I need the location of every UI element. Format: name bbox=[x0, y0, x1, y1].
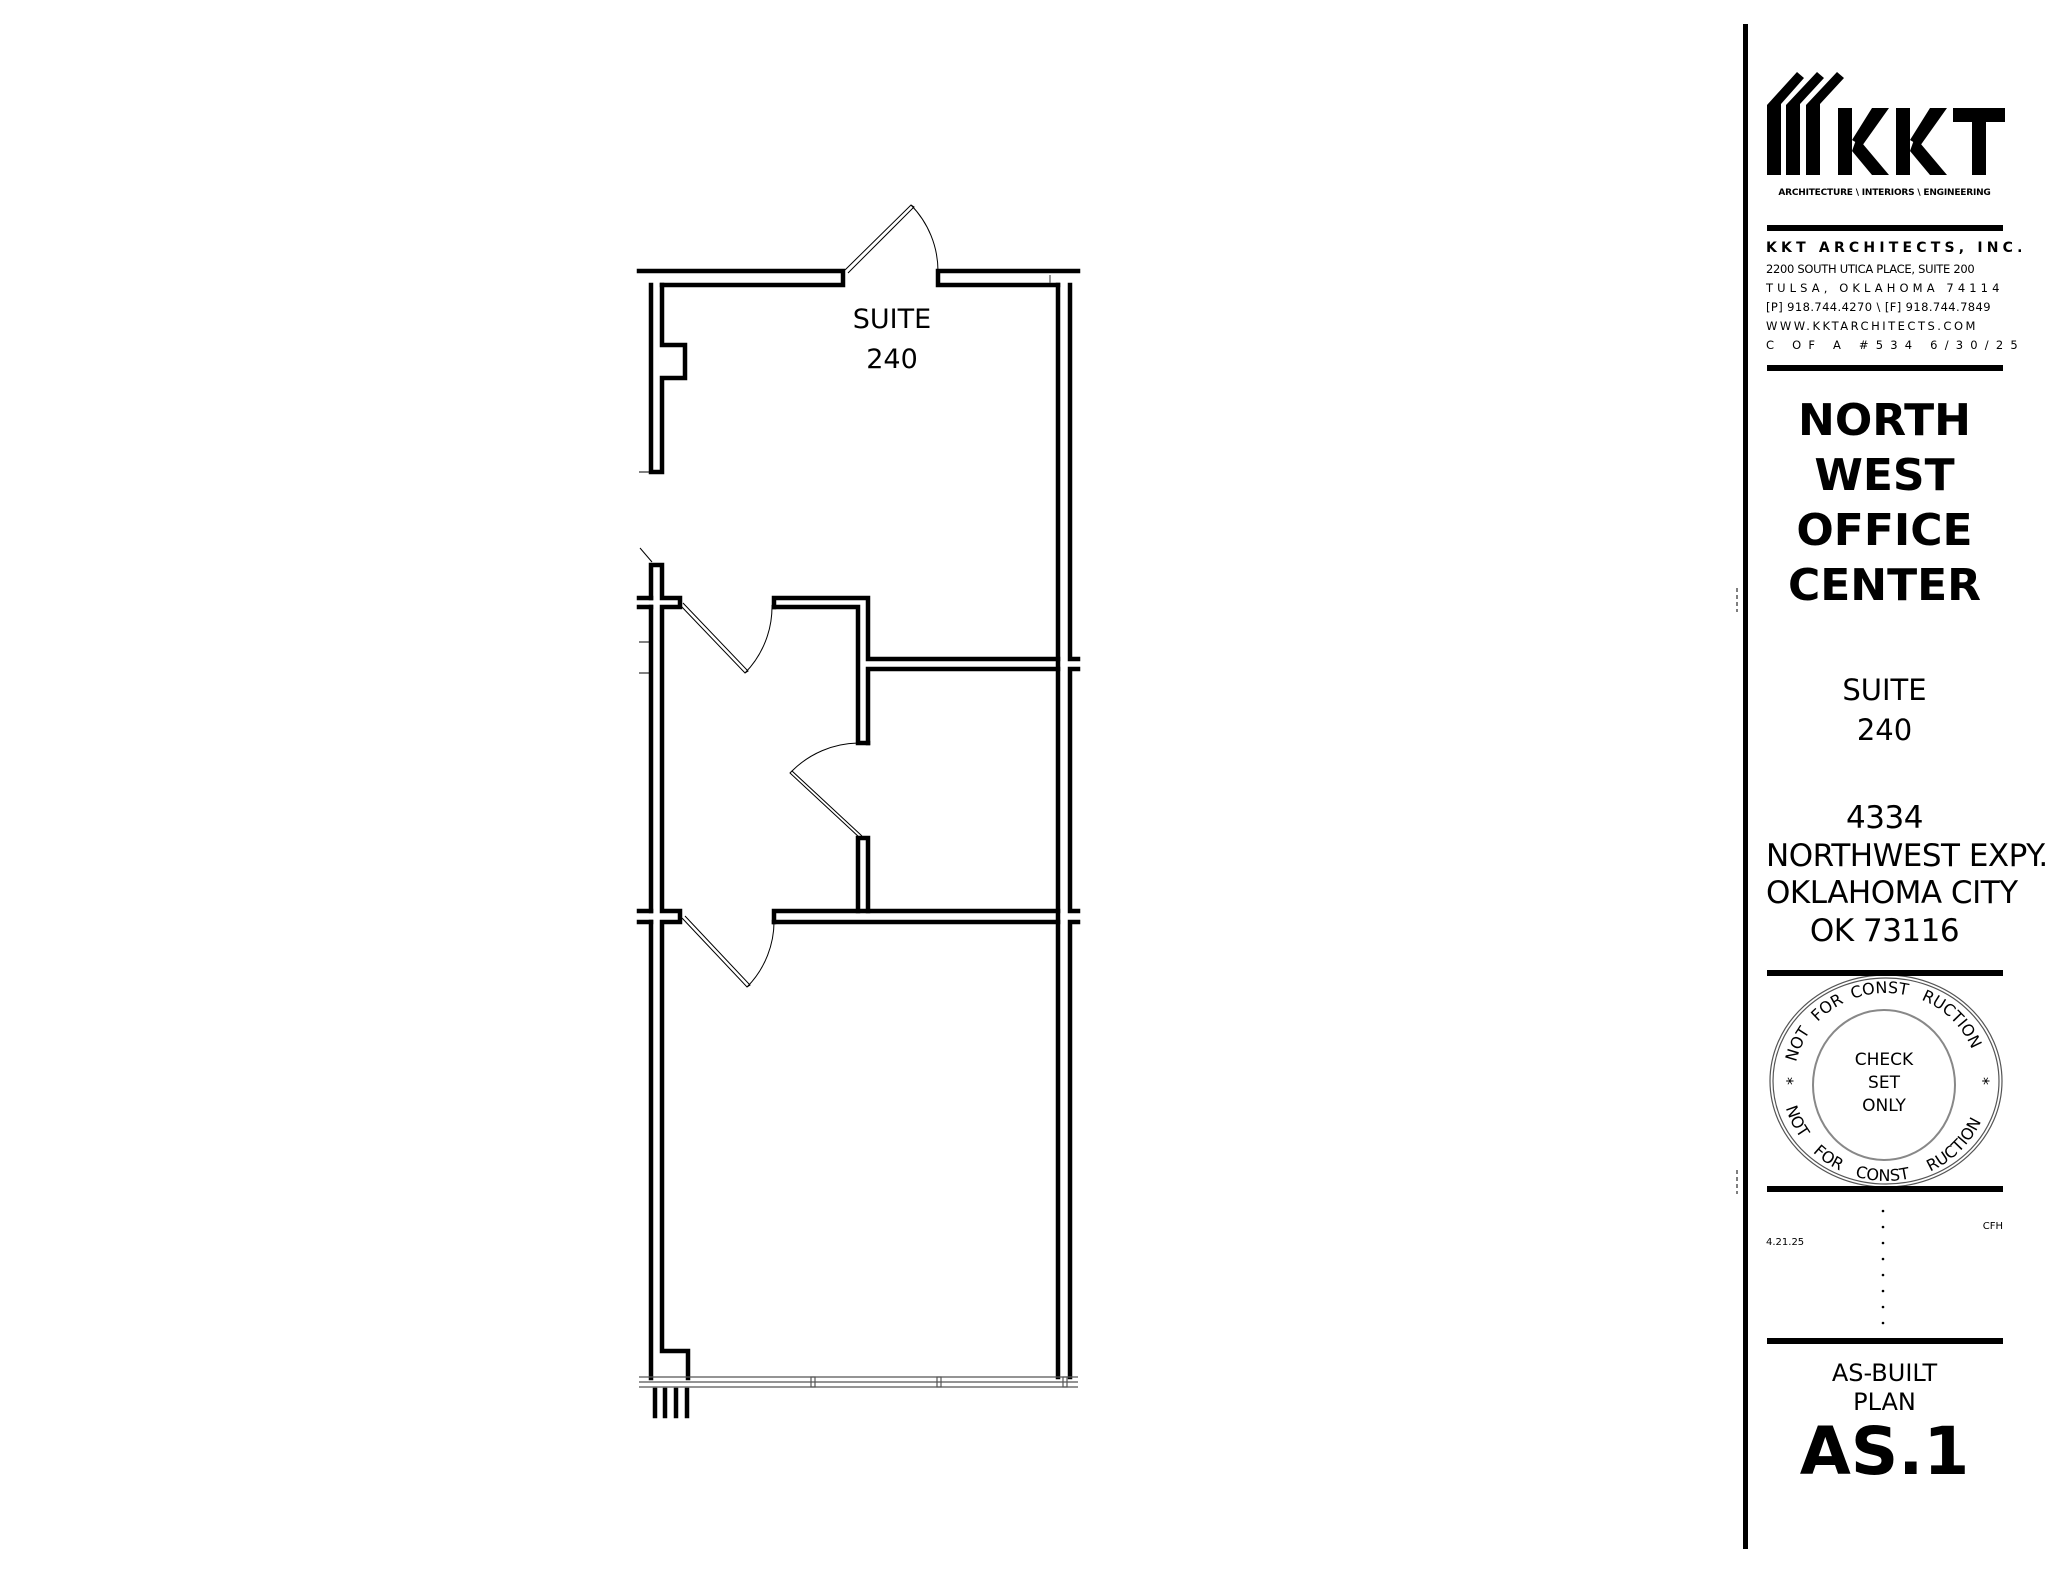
project-address-line: 4334 bbox=[1846, 800, 1923, 836]
stamp-center-line: SET bbox=[1868, 1073, 1901, 1093]
room-label-suite: SUITE bbox=[853, 304, 931, 335]
suite-line: 240 bbox=[1856, 713, 1913, 747]
entry-door bbox=[844, 204, 939, 274]
corridor-door-lower bbox=[681, 915, 775, 988]
firm-address-line: TULSA, OKLAHOMA 74114 bbox=[1766, 281, 2004, 295]
project-address-line: OK 73116 bbox=[1809, 912, 1960, 949]
project-name-line: CENTER bbox=[1787, 560, 1982, 611]
logo-wordmark-k2 bbox=[1896, 108, 1947, 175]
kkt-logo bbox=[1767, 72, 2005, 175]
stamp-ring-word: FOR bbox=[1807, 989, 1846, 1024]
project-name-line: NORTH bbox=[1798, 395, 1971, 446]
stamp-ring-word: NOT bbox=[1782, 1023, 1814, 1064]
door-swings bbox=[679, 204, 939, 988]
project-name: NORTH WEST OFFICE CENTER bbox=[1766, 393, 2003, 613]
walls bbox=[636, 268, 1081, 1419]
project-name-line: OFFICE bbox=[1796, 505, 1973, 556]
sheet-number: AS.1 bbox=[1799, 1413, 1970, 1490]
room-label-number: 240 bbox=[866, 344, 918, 375]
revision-dots bbox=[1881, 1209, 1885, 1325]
title-block-border bbox=[1743, 24, 1748, 1549]
issue-date: 4.21.25 bbox=[1766, 1237, 1805, 1248]
project-address: 4334 NORTHWEST EXPY. OKLAHOMA CITY OK 73… bbox=[1766, 800, 2048, 950]
divider bbox=[1767, 1338, 2003, 1344]
firm-tagline: ARCHITECTURE \ INTERIORS \ ENGINEERING bbox=[1778, 188, 1991, 198]
firm-name: KKT ARCHITECTS, INC. bbox=[1766, 240, 2027, 256]
suite-line: SUITE bbox=[1842, 673, 1927, 707]
firm-address-line: 2200 SOUTH UTICA PLACE, SUITE 200 bbox=[1766, 262, 1975, 276]
divider bbox=[1767, 225, 2003, 231]
stamp-ring-word: * bbox=[1778, 1077, 1797, 1085]
sheet-title-line: AS-BUILT bbox=[1831, 1359, 1938, 1387]
stamp-ring-word: * bbox=[1974, 1077, 1993, 1085]
firm-website: WWW.KKTARCHITECTS.COM bbox=[1766, 319, 1978, 333]
office-door bbox=[789, 742, 863, 839]
stamp-ring-word: CONST bbox=[1854, 1162, 1911, 1185]
logo-wordmark-t bbox=[1953, 108, 2005, 175]
project-address-line: NORTHWEST EXPY. bbox=[1766, 837, 2048, 874]
firm-license: C OF A #534 6/30/25 bbox=[1766, 338, 2025, 352]
project-address-line: OKLAHOMA CITY bbox=[1766, 875, 2018, 911]
stamp-center-line: CHECK bbox=[1855, 1050, 1914, 1070]
firm-phone: [P] 918.744.4270 \ [F] 918.744.7849 bbox=[1766, 300, 1991, 314]
project-name-line: WEST bbox=[1814, 450, 1955, 501]
logo-wordmark-k1 bbox=[1838, 108, 1889, 175]
drawn-by: CFH bbox=[1982, 1221, 2003, 1232]
sheet-title: AS-BUILT PLAN bbox=[1766, 1359, 2003, 1417]
suite-number: SUITE 240 bbox=[1766, 670, 2003, 750]
corridor-door-upper bbox=[679, 602, 773, 674]
stamp-center-line: ONLY bbox=[1862, 1096, 1906, 1116]
sheet-title-line: PLAN bbox=[1853, 1388, 1916, 1416]
divider bbox=[1767, 365, 2003, 371]
divider bbox=[1767, 1186, 2003, 1192]
divider bbox=[1767, 970, 2003, 976]
room-label: SUITE 240 bbox=[853, 304, 931, 375]
